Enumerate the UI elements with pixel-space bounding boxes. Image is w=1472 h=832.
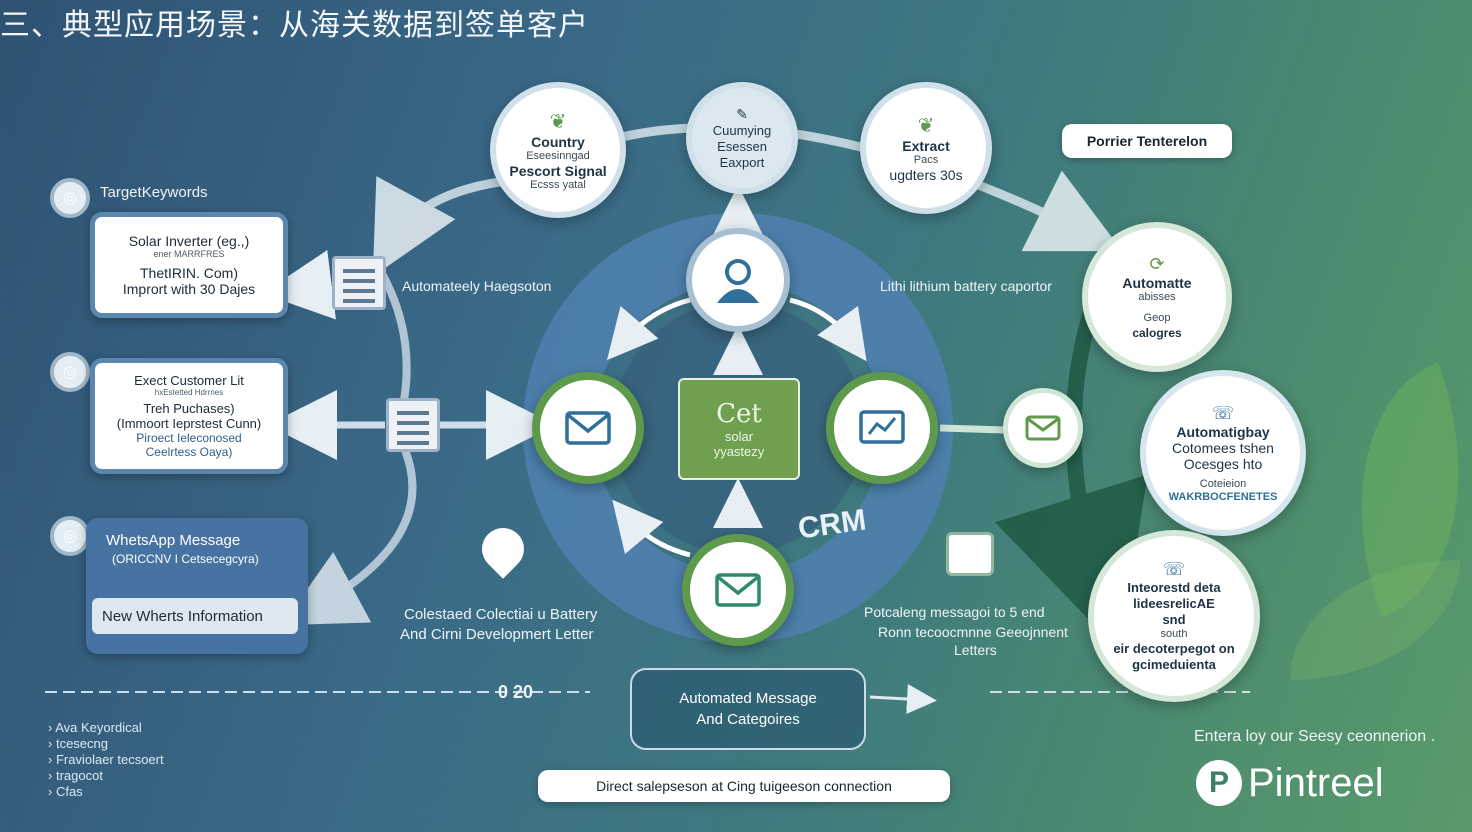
whatsapp-card: WhetsApp Message (ORICCNV I Cetsecegcyra… xyxy=(86,518,308,654)
target-icon: ◎ xyxy=(50,178,90,218)
node-title: Cotomees tshen xyxy=(1172,439,1274,456)
chart-mail-icon xyxy=(859,410,905,444)
automated-message-box: Automated Message And Categoires xyxy=(630,668,866,750)
node-mail-left xyxy=(532,372,644,484)
card-line: hxEstetted Hdrrnes xyxy=(154,388,224,397)
card-line: ener MARRFRES xyxy=(153,249,225,259)
card-line: New Wherts Information xyxy=(92,598,298,634)
card-line: ThetIRIN. Com) xyxy=(139,265,238,281)
node-title: snd xyxy=(1162,612,1186,627)
leaf-icon: ❦ xyxy=(549,110,567,133)
node-sub: Ecsss yatal xyxy=(530,178,586,191)
auto-left-label: Automateely Haegsoton xyxy=(402,278,552,294)
center-box: Cet solar yyastezy xyxy=(678,378,800,480)
node-sub: Eseesinngad xyxy=(526,149,590,162)
bottom-left-label: Colestaed Colectiai u Battery xyxy=(404,606,598,623)
pen-icon: ✎ xyxy=(736,105,748,122)
node-title: Eaxport xyxy=(719,154,765,170)
node-extract: ❦ Extract Pacs ugdters 30s xyxy=(860,82,992,214)
card-line: Piroect Ieleconosed xyxy=(136,431,242,445)
mail-icon xyxy=(565,411,611,445)
card-line: Exect Customer Lit xyxy=(134,373,244,388)
mid-box-line: Automated Message xyxy=(679,690,817,707)
legend-item: › Cfas xyxy=(48,784,83,799)
keyword-label: TargetKeywords xyxy=(100,184,208,201)
node-interested: ☏ Inteorestd deta lideesrelicAE snd sout… xyxy=(1088,530,1260,702)
node-country: ❦ Country Eseesinngad Pescort Signal Ecs… xyxy=(490,82,626,218)
bottom-right-label-2: Ronn tecoocmnne Geeojnnent xyxy=(878,624,1068,640)
node-title: Automatte xyxy=(1122,274,1192,291)
node-automatte: ⟳ Automatte abisses Geop calogres xyxy=(1082,222,1232,372)
node-sub: abisses xyxy=(1138,290,1176,303)
mail-icon xyxy=(1025,415,1061,441)
card-line: Treh Puchases) xyxy=(143,401,235,416)
node-mail-bottom xyxy=(682,534,794,646)
card-line: (Immoort Ieprstest Cunn) xyxy=(116,416,262,431)
customer-list-card: Exect Customer Lit hxEstetted Hdrrnes Tr… xyxy=(90,358,288,474)
node-mail-right xyxy=(826,372,938,484)
node-user xyxy=(686,228,790,332)
card-line: Ceelrtess Oaya) xyxy=(145,445,233,459)
keyword-card: Solar Inverter (eg.,) ener MARRFRES Thet… xyxy=(90,212,288,318)
target-icon: ◎ xyxy=(50,516,90,556)
brand-tagline: Entera loy our Seesy ceonnerion . xyxy=(1194,728,1436,745)
card-line: Solar Inverter (eg.,) xyxy=(128,233,250,249)
node-title: Inteorestd deta xyxy=(1127,580,1221,595)
arc-arrow-left xyxy=(372,175,516,277)
legend-item: › Fraviolaer tecsoert xyxy=(48,752,164,767)
legend-item: › Ava Keyordical xyxy=(48,720,142,735)
leaf-icon: ⟳ xyxy=(1149,253,1165,274)
dash-number: 0 20 xyxy=(498,682,534,702)
leaf-icon: ❦ xyxy=(917,115,935,137)
bottom-right-label: Potcaleng messagoi to 5 end xyxy=(864,604,1045,620)
chart-doc-icon xyxy=(946,532,994,576)
node-sub: Geop xyxy=(1143,311,1171,324)
brand-logo: P Pintreel xyxy=(1196,760,1384,806)
node-sub: south xyxy=(1160,628,1188,640)
node-title: gcimeduienta xyxy=(1132,657,1216,672)
portier-pill: Porrier Tenterelon xyxy=(1062,124,1232,158)
node-mail-far-right xyxy=(1003,388,1083,468)
pintreel-logo-icon: P xyxy=(1196,760,1242,806)
document-icon xyxy=(332,256,386,310)
page-title: 三、典型应用场景：从海关数据到签单客户 xyxy=(0,8,589,43)
phone-icon: ☏ xyxy=(1162,559,1186,579)
node-title: lideesrelicAE xyxy=(1133,596,1215,611)
lithium-label: Lithi lithium battery caportor xyxy=(880,278,1052,294)
node-title: eir decoterpegot on xyxy=(1113,641,1235,656)
node-title: Extract xyxy=(902,138,950,154)
node-title: ugdters 30s xyxy=(889,167,963,183)
card-line: (ORICCNV I Cetsecegcyra) xyxy=(112,552,259,566)
center-sub: yyastezy xyxy=(713,444,765,459)
node-title: Cuumying xyxy=(712,122,772,138)
user-icon xyxy=(717,259,759,303)
node-sub: Esessen xyxy=(717,138,767,154)
node-title: Automatigbay xyxy=(1176,423,1270,440)
mail-icon xyxy=(715,573,761,607)
node-title: Country xyxy=(531,133,585,150)
legend-item: › tragocot xyxy=(48,768,103,783)
bottom-right-label-3: Letters xyxy=(954,642,997,658)
node-title: Ocesges hto xyxy=(1183,455,1263,472)
center-title: Cet xyxy=(716,399,762,429)
document-icon xyxy=(386,398,440,452)
node-sub: WAKRBOCFENETES xyxy=(1168,490,1278,503)
legend-list: › Ava Keyordical › tcesecng › Fraviolaer… xyxy=(48,720,164,800)
target-icon: ◎ xyxy=(50,352,90,392)
mid-box-line: And Categoires xyxy=(696,711,800,728)
node-sub: calogres xyxy=(1132,325,1182,340)
node-title: Pescort Signal xyxy=(509,162,607,179)
node-automatigbay: ☏ Automatigbay Cotomees tshen Ocesges ht… xyxy=(1140,370,1306,536)
node-sub: Coteieion xyxy=(1199,477,1247,490)
card-line: Imprort with 30 Dajes xyxy=(122,281,256,297)
direct-salesperson-pill: Direct salepseson at Cing tuigeeson conn… xyxy=(538,770,950,802)
node-sub: Pacs xyxy=(913,154,939,166)
node-cuumying: ✎ Cuumying Esessen Eaxport xyxy=(686,82,798,194)
bottom-left-label-2: And Cirni Developmert Letter xyxy=(400,626,594,643)
brand-name: Pintreel xyxy=(1248,760,1384,805)
phone-icon: ☏ xyxy=(1211,402,1235,423)
center-sub: solar xyxy=(724,429,754,444)
card-line: WhetsApp Message xyxy=(106,532,241,549)
legend-item: › tcesecng xyxy=(48,736,108,751)
